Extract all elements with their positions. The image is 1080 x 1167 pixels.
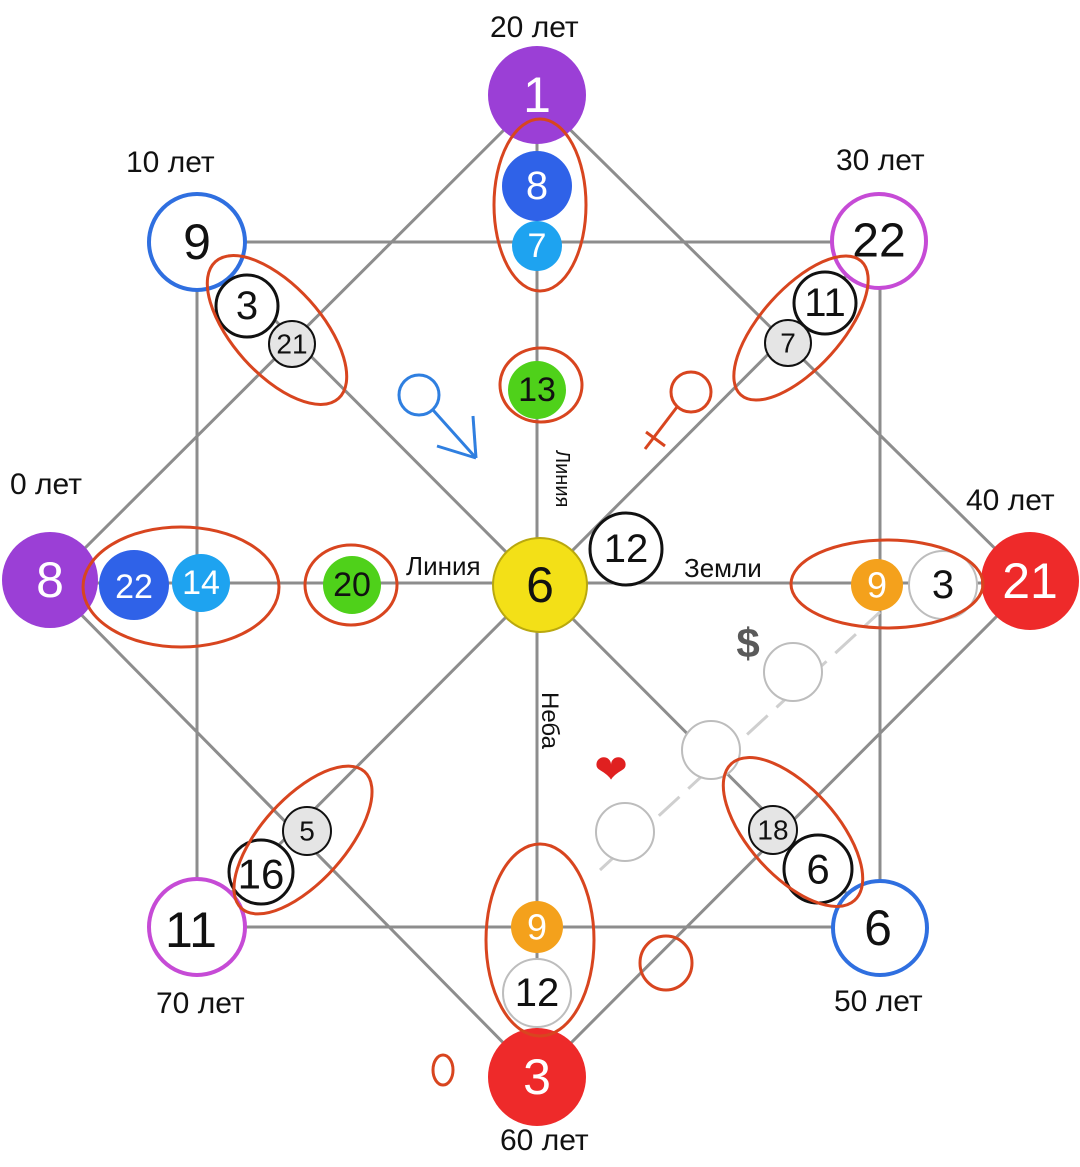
node-top-value: 1 <box>523 67 551 123</box>
node-top-inner-2: 7 <box>512 221 562 271</box>
node-top-right-inner-2: 7 <box>764 319 812 367</box>
node-bottom-inner-1-value: 12 <box>515 971 560 1015</box>
earth-line-label-left: Линия <box>406 551 481 581</box>
node-top-right-inner-2-value: 7 <box>780 328 796 359</box>
annotation-top-left-pair <box>205 254 349 406</box>
age-label-40: 40 лет <box>966 484 1055 517</box>
annotation-right-pair <box>789 538 985 630</box>
age-label-60: 60 лет <box>500 1124 589 1157</box>
earth-line-label-right: Земли <box>684 553 762 583</box>
node-bottom-right-inner-2: 18 <box>748 805 798 855</box>
node-bottom-left: 11 <box>147 877 247 977</box>
node-bottom-left-inner-1-value: 16 <box>238 851 285 898</box>
node-right-inner-2: 9 <box>851 559 903 611</box>
node-top-inner-3-value: 13 <box>518 371 556 409</box>
node-top-left-inner-1: 3 <box>214 273 280 339</box>
node-top-left-inner-2: 21 <box>268 320 316 368</box>
node-center-side: 12 <box>588 511 664 587</box>
node-center-side-value: 12 <box>604 527 649 571</box>
annotation-zero-mark <box>431 1053 455 1087</box>
node-bottom-left-inner-1: 16 <box>227 838 295 906</box>
node-bottom-inner-1: 12 <box>502 958 572 1028</box>
node-bottom-left-value: 11 <box>165 902 217 958</box>
node-bottom-right-inner-2-value: 18 <box>757 815 788 846</box>
annotations <box>81 117 985 1087</box>
heart-icon: ❤ <box>594 748 628 792</box>
node-top-inner-2-value: 7 <box>528 227 547 265</box>
node-right: 21 <box>981 532 1079 630</box>
node-right-inner-1: 3 <box>908 550 978 620</box>
dollar-icon: $ <box>736 620 759 667</box>
node-bottom-right: 6 <box>831 879 929 977</box>
female-symbol-icon <box>643 370 713 450</box>
node-left-inner-1-value: 22 <box>115 568 153 606</box>
node-top-inner-1-value: 8 <box>526 164 548 208</box>
node-top-left-inner-1-value: 3 <box>236 284 258 328</box>
node-top-inner-1: 8 <box>502 151 572 221</box>
node-center: 6 <box>492 537 588 633</box>
node-left-value: 8 <box>36 552 64 608</box>
node-left-inner-1: 22 <box>99 550 169 620</box>
node-right-inner-2-value: 9 <box>867 565 887 606</box>
male-symbol-icon <box>397 373 478 460</box>
annotation-top-13 <box>498 346 584 424</box>
node-left-inner-2: 14 <box>172 554 230 612</box>
node-top-left-value: 9 <box>183 214 211 270</box>
middle-point <box>681 720 741 780</box>
node-left: 8 <box>2 532 98 628</box>
node-left-inner-2-value: 14 <box>182 564 220 602</box>
sky-line-label-top: Линия <box>551 450 573 507</box>
node-top-right-inner-1: 11 <box>792 270 858 336</box>
love-point <box>595 802 655 862</box>
node-bottom: 3 <box>488 1028 586 1126</box>
age-label-50: 50 лет <box>834 985 923 1018</box>
node-top-left-inner-2-value: 21 <box>276 329 307 360</box>
node-bottom-inner-2-value: 9 <box>527 907 547 948</box>
annotation-top-right-pair <box>732 254 870 402</box>
age-label-20: 20 лет <box>490 11 579 44</box>
annotation-bottom-column <box>484 842 596 1038</box>
age-label-10: 10 лет <box>126 146 215 179</box>
node-bottom-left-inner-2: 5 <box>282 806 332 856</box>
node-center-value: 6 <box>526 557 554 613</box>
node-bottom-right-value: 6 <box>864 900 892 956</box>
sky-line-label-bottom: Неба <box>536 692 563 750</box>
annotation-bottom-right-pair <box>721 756 865 908</box>
money-love-line: $ ❤ <box>594 610 882 872</box>
node-top-right-value: 22 <box>852 215 905 268</box>
age-label-0: 0 лет <box>10 468 82 501</box>
node-left-inner-3: 20 <box>323 556 381 614</box>
node-bottom-left-inner-2-value: 5 <box>299 816 315 847</box>
annotation-left-pair <box>81 525 281 649</box>
money-point <box>763 642 823 702</box>
node-top-left: 9 <box>147 192 247 292</box>
node-bottom-inner-2: 9 <box>511 901 563 953</box>
node-right-value: 21 <box>1002 553 1058 609</box>
node-bottom-right-inner-1-value: 6 <box>806 846 829 893</box>
node-top-right: 22 <box>830 192 928 290</box>
annotation-left-20 <box>303 543 399 627</box>
age-label-30: 30 лет <box>836 144 925 177</box>
node-bottom-value: 3 <box>523 1049 551 1105</box>
annotation-bottom-left-pair <box>232 764 374 916</box>
node-top-right-inner-1-value: 11 <box>804 281 846 325</box>
node-left-inner-3-value: 20 <box>333 566 371 604</box>
age-label-70: 70 лет <box>156 987 245 1020</box>
node-top: 1 <box>488 46 586 144</box>
annotation-top-column <box>492 117 588 293</box>
node-right-inner-1-value: 3 <box>932 563 954 607</box>
annotation-small-circle <box>638 934 694 992</box>
node-top-inner-3: 13 <box>508 361 566 419</box>
